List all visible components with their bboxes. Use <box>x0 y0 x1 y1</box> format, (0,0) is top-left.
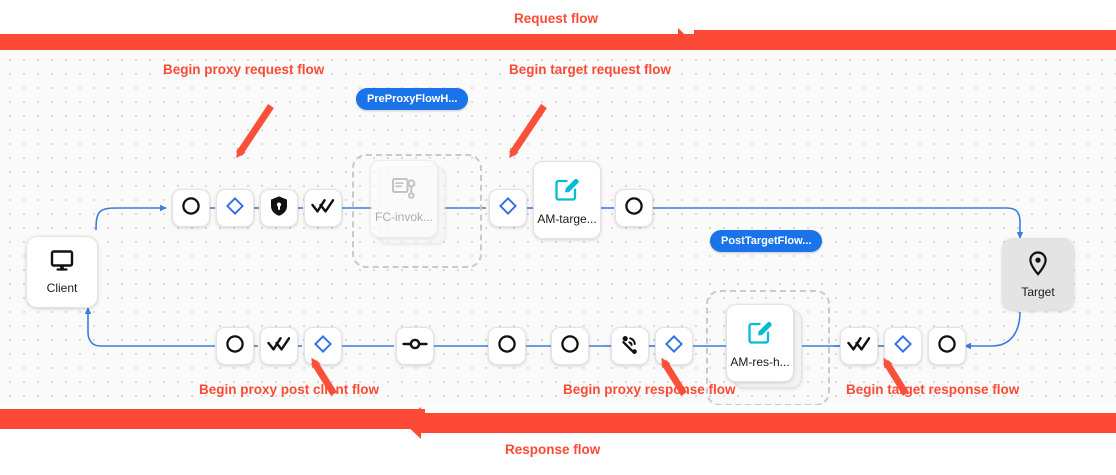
group-preproxyflowhook <box>352 154 482 268</box>
node-res-circle-2[interactable] <box>488 327 526 365</box>
circle-icon <box>225 334 245 359</box>
response-flow-bar-right <box>420 413 1116 433</box>
shield-lock-icon <box>269 195 289 222</box>
node-req-checks-1[interactable] <box>304 189 342 227</box>
broadcast-icon <box>619 333 641 360</box>
annotation-begin-target-response-flow: Begin target response flow <box>846 382 1020 397</box>
flow-callout-icon <box>391 176 417 205</box>
location-pin-icon <box>1028 250 1048 281</box>
endpoint-target-label: Target <box>1021 284 1055 299</box>
node-res-hook-1[interactable] <box>396 327 434 365</box>
node-res-am-res-h-label: AM-res-h... <box>730 354 790 369</box>
diamond-icon <box>893 334 913 359</box>
diamond-icon <box>225 196 245 221</box>
node-req-am-target[interactable]: AM-targe... <box>533 161 601 239</box>
diamond-icon <box>664 334 684 359</box>
node-req-shield-1[interactable] <box>260 189 298 227</box>
annotation-begin-proxy-post-client-flow: Begin proxy post client flow <box>199 382 380 397</box>
node-req-diamond-2[interactable] <box>489 189 527 227</box>
annot-arrow-begin-target-request-flow <box>509 104 547 159</box>
flow-hook-icon <box>402 337 428 356</box>
diamond-icon <box>313 334 333 359</box>
annotation-begin-proxy-request-flow: Begin proxy request flow <box>163 62 325 77</box>
group-badge-posttargetflowhook[interactable]: PostTargetFlow... <box>710 230 823 252</box>
node-req-am-target-label: AM-targe... <box>537 211 597 226</box>
diagram-canvas: Client Target PreProxyFlowH... PostTarge… <box>0 50 1116 405</box>
node-res-broadcast-1[interactable] <box>611 327 649 365</box>
group-posttargetflowhook <box>706 290 830 405</box>
response-flow-bar-left <box>0 409 425 429</box>
response-flow-arrowhead-icon <box>404 407 421 439</box>
node-res-am-res-h[interactable]: AM-res-h... <box>726 304 794 382</box>
circle-icon <box>497 334 517 359</box>
node-req-fc-invoke[interactable]: FC-invok... <box>370 160 438 238</box>
node-res-circle-1[interactable] <box>216 327 254 365</box>
double-check-icon <box>311 198 335 219</box>
double-check-icon <box>847 336 871 357</box>
group-badge-preproxyflowhook[interactable]: PreProxyFlowH... <box>356 88 469 110</box>
node-res-diamond-2[interactable] <box>655 327 693 365</box>
node-res-checks-1[interactable] <box>260 327 298 365</box>
node-req-circle-1[interactable] <box>172 189 210 227</box>
node-req-fc-invoke-label: FC-invok... <box>374 209 433 224</box>
response-flow-label: Response flow <box>505 442 601 457</box>
edit-note-icon <box>554 176 580 207</box>
double-check-icon <box>267 336 291 357</box>
endpoint-client[interactable]: Client <box>26 236 98 308</box>
node-res-circle-4[interactable] <box>928 327 966 365</box>
endpoint-target[interactable]: Target <box>1002 238 1074 310</box>
circle-icon <box>560 334 580 359</box>
diamond-icon <box>498 196 518 221</box>
request-flow-bar-left <box>0 34 695 54</box>
edit-note-icon <box>747 319 773 350</box>
monitor-icon <box>49 250 75 277</box>
circle-icon <box>937 334 957 359</box>
annot-arrow-begin-proxy-response-flow <box>661 357 687 396</box>
annot-arrow-begin-proxy-post-client-flow <box>311 357 337 396</box>
annotation-begin-proxy-response-flow: Begin proxy response flow <box>563 382 736 397</box>
node-res-circle-3[interactable] <box>551 327 589 365</box>
request-flow-label: Request flow <box>514 11 599 26</box>
node-req-circle-2[interactable] <box>615 189 653 227</box>
node-req-diamond-1[interactable] <box>216 189 254 227</box>
circle-icon <box>624 196 644 221</box>
circle-icon <box>181 196 201 221</box>
annot-arrow-begin-target-response-flow <box>883 357 909 396</box>
annotation-begin-target-request-flow: Begin target request flow <box>509 62 672 77</box>
annot-arrow-begin-proxy-request-flow <box>236 104 274 159</box>
node-res-diamond-1[interactable] <box>304 327 342 365</box>
endpoint-client-label: Client <box>46 281 78 295</box>
node-res-checks-2[interactable] <box>840 327 878 365</box>
